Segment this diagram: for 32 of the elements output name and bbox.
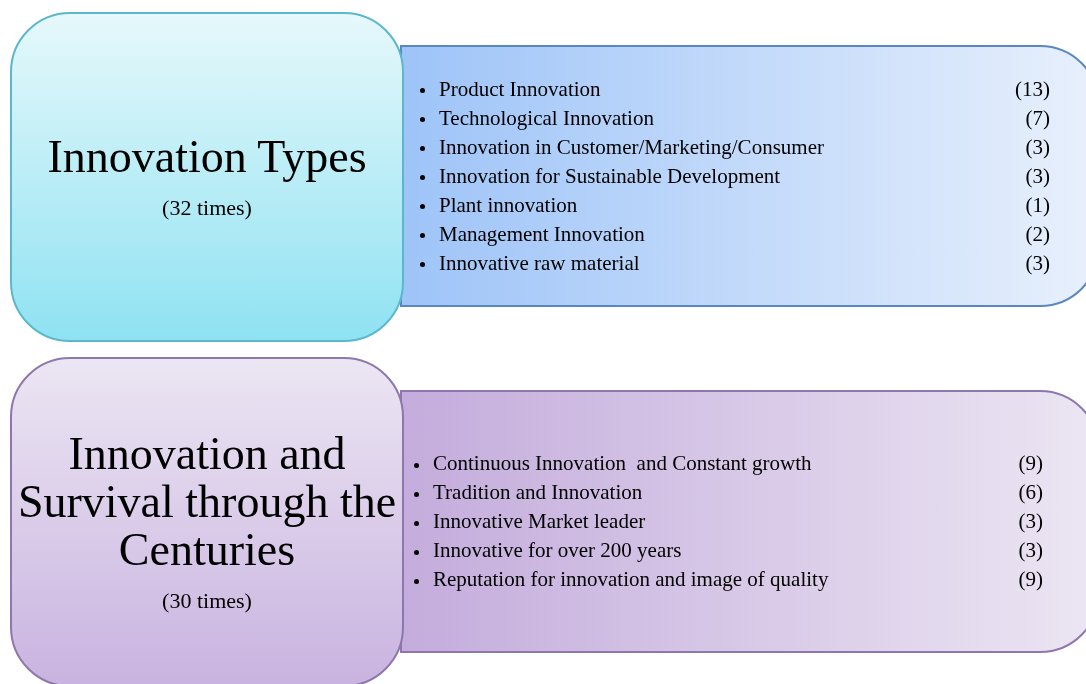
count-label: (9)	[1018, 566, 1043, 593]
list-item: Reputation for innovation and image of quality	[433, 567, 829, 591]
list-item: Innovation in Customer/Marketing/Consumer	[439, 134, 824, 159]
heading-text: Innovation and Survival through the Centuries	[16, 430, 398, 574]
list-item: Management Innovation	[439, 221, 645, 246]
list-item: Technological Innovation	[439, 105, 654, 130]
heading-text: Innovation Types	[47, 133, 367, 181]
list-item: Plant innovation	[439, 192, 578, 217]
count-label: (6)	[1018, 479, 1043, 506]
count-label: (9)	[1018, 450, 1043, 477]
list-item: Innovative Market leader	[433, 509, 646, 533]
list-panel	[400, 390, 1086, 653]
count-label: (3)	[1025, 249, 1050, 277]
count-label: (3)	[1025, 133, 1050, 161]
count-label: (3)	[1025, 162, 1050, 190]
count-label: (1)	[1025, 191, 1050, 219]
list-item: Product Innovation	[439, 76, 601, 101]
heading-box	[10, 12, 404, 342]
count-text: (32 times)	[162, 195, 252, 221]
count-label: (3)	[1018, 508, 1043, 535]
count-label: (2)	[1025, 220, 1050, 248]
list-item: Innovative for over 200 years	[433, 538, 682, 562]
count-text: (30 times)	[162, 588, 252, 614]
count-label: (7)	[1025, 104, 1050, 132]
list-panel	[400, 45, 1086, 307]
count-label: (13)	[1015, 75, 1050, 103]
heading-box	[10, 357, 404, 684]
list-item: Innovative raw material	[439, 250, 640, 275]
list-item: Tradition and Innovation	[433, 480, 643, 504]
list-item: Continuous Innovation and Constant growth	[433, 451, 812, 475]
list-item: Innovation for Sustainable Development	[439, 163, 781, 188]
count-label: (3)	[1018, 537, 1043, 564]
